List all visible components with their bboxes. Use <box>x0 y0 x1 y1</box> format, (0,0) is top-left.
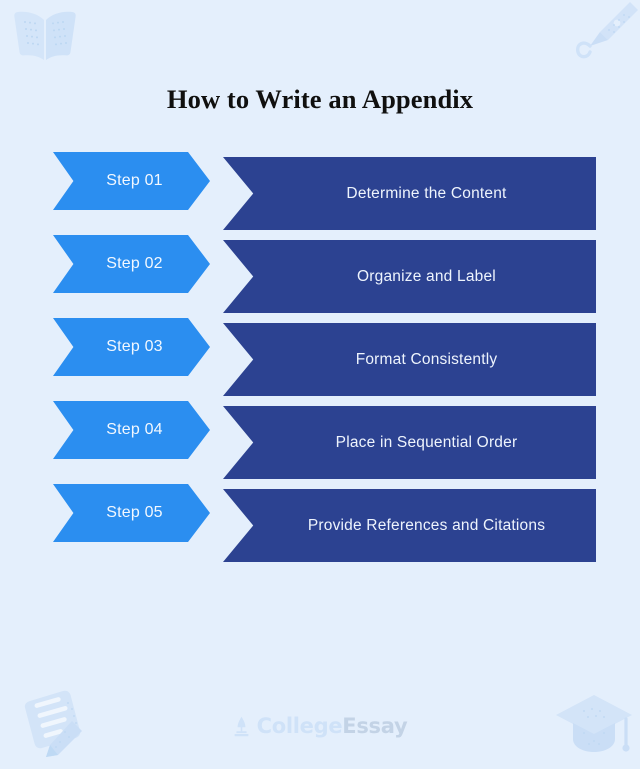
step-banner[interactable]: Determine the Content <box>223 157 596 230</box>
step-number-label: Step 04 <box>106 421 163 438</box>
step-label: Place in Sequential Order <box>335 433 518 451</box>
step-banner[interactable]: Place in Sequential Order <box>223 406 596 479</box>
step-number-label: Step 03 <box>106 338 163 355</box>
footer-logo: College Essay <box>0 714 640 738</box>
fountain-pen-nib-icon <box>570 0 638 68</box>
step-banner[interactable]: Format Consistently <box>223 323 596 396</box>
logo-text-college: College <box>256 714 343 738</box>
step-number-ribbon[interactable]: Step 03 <box>53 318 210 376</box>
step-banner[interactable]: Organize and Label <box>223 240 596 313</box>
step-row: Organize and Label Step 02 <box>0 235 640 318</box>
steps-list: Determine the Content Step 01 Organize a… <box>0 152 640 567</box>
step-row: Place in Sequential Order Step 04 <box>0 401 640 484</box>
step-number-ribbon[interactable]: Step 05 <box>53 484 210 542</box>
step-number-ribbon[interactable]: Step 04 <box>53 401 210 459</box>
step-banner[interactable]: Provide References and Citations <box>223 489 596 562</box>
step-number-ribbon[interactable]: Step 01 <box>53 152 210 210</box>
page-title: How to Write an Appendix <box>166 84 474 114</box>
step-label: Provide References and Citations <box>307 516 546 534</box>
step-row: Provide References and Citations Step 05 <box>0 484 640 567</box>
step-row: Determine the Content Step 01 <box>0 152 640 235</box>
step-label: Format Consistently <box>355 350 498 368</box>
step-label: Organize and Label <box>357 267 496 285</box>
step-label: Determine the Content <box>346 184 507 202</box>
open-book-icon <box>8 6 82 68</box>
step-number-label: Step 01 <box>106 172 163 189</box>
step-number-label: Step 02 <box>106 255 163 272</box>
step-number-ribbon[interactable]: Step 02 <box>53 235 210 293</box>
step-number-label: Step 05 <box>106 504 163 521</box>
logo-text-essay: Essay <box>342 714 408 738</box>
pen-nib-icon <box>233 716 250 737</box>
step-row: Format Consistently Step 03 <box>0 318 640 401</box>
